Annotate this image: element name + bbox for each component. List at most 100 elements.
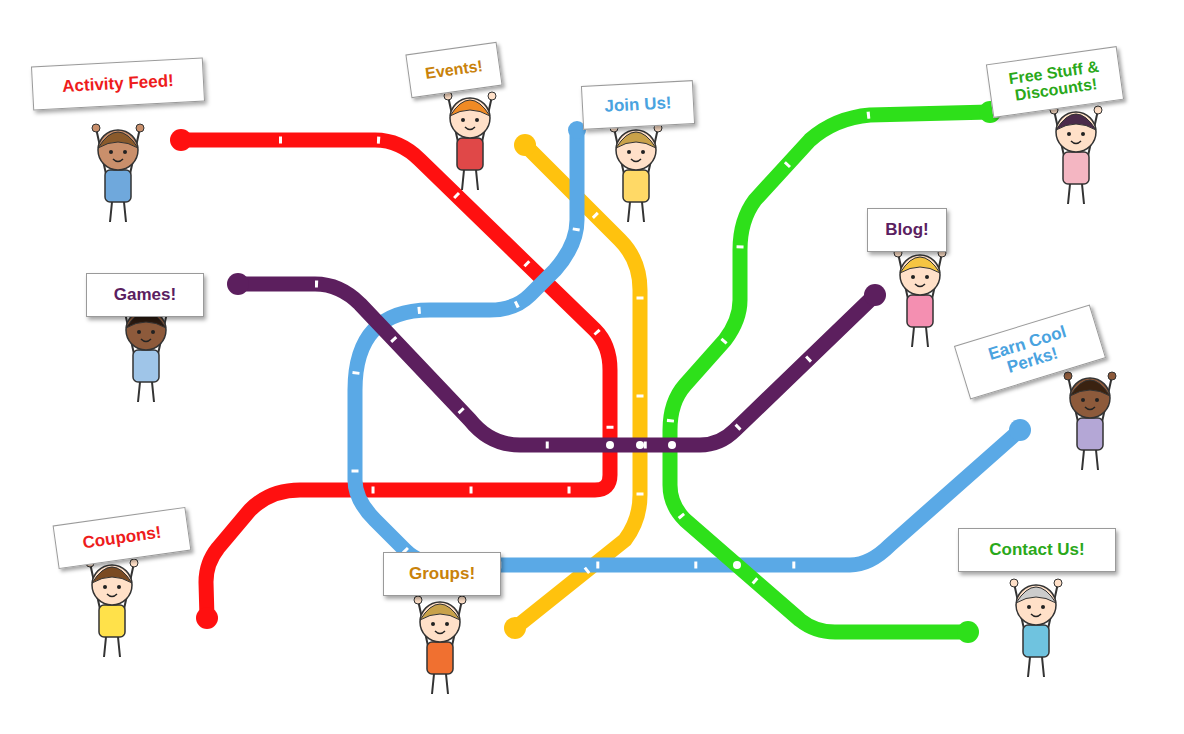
kid-eye [1067, 132, 1071, 136]
sign-label: Join Us! [604, 94, 672, 115]
kid-smile [435, 631, 445, 634]
kid-head [92, 565, 132, 605]
sign-text-group: Contact Us! [989, 541, 1084, 559]
kid-hair [98, 132, 138, 148]
kid-smile [465, 127, 475, 130]
terminal-dot [170, 129, 192, 151]
kid-hair [92, 567, 132, 583]
kid-arms [614, 128, 658, 174]
kid-shirt [1063, 152, 1089, 184]
kid-legs [1082, 450, 1098, 470]
terminal-dot [514, 134, 536, 156]
kid-head [616, 130, 656, 170]
sign-board: Free Stuff & Discounts! [986, 46, 1124, 118]
kid-shirt [1077, 418, 1103, 450]
kid-arms [418, 600, 462, 646]
kid-arms [1014, 583, 1058, 629]
kid-hair [1070, 380, 1110, 396]
sign-label: Games! [114, 286, 176, 304]
kid-head [900, 255, 940, 295]
sign-text-group: Activity Feed! [62, 72, 174, 96]
kid-eye [911, 275, 915, 279]
kid-legs [1068, 184, 1084, 204]
terminal-dot [196, 607, 218, 629]
sign-text-group: Events! [424, 58, 484, 83]
kid-eye [103, 585, 107, 589]
sign-text-group: Games! [114, 286, 176, 304]
station-ticks [181, 115, 875, 628]
kid-hand [1094, 106, 1102, 114]
sign-board: Join Us! [581, 80, 695, 130]
kid-eye [117, 585, 121, 589]
kid-shirt [133, 350, 159, 382]
kid-hair [420, 604, 460, 620]
tick-row [670, 115, 870, 620]
kid-shirt [427, 642, 453, 674]
kid-eye [475, 118, 479, 122]
kid-eye [925, 275, 929, 279]
kid-hand [1054, 579, 1062, 587]
kid-head [1070, 378, 1110, 418]
kid-head [1056, 112, 1096, 152]
sign-label: Contact Us! [989, 541, 1084, 559]
kid-figure [92, 124, 144, 222]
sign-board: Events! [405, 42, 502, 98]
green-line [670, 112, 990, 632]
kid-smile [1085, 407, 1095, 410]
terminal-dot [957, 621, 979, 643]
kid-figure [86, 559, 138, 657]
kid-hand [414, 596, 422, 604]
kid-figure [414, 596, 466, 694]
kid-hair [616, 132, 656, 148]
kid-shirt [457, 138, 483, 170]
kid-legs [104, 637, 120, 657]
terminal-dot [1009, 419, 1031, 441]
sign-text-group: Blog! [885, 221, 928, 239]
sign-text-group: Free Stuff & Discounts! [998, 58, 1112, 107]
kid-figure [444, 92, 496, 190]
terminal-dot [227, 273, 249, 295]
sign-label: Coupons! [81, 524, 162, 553]
sign-label: Groups! [409, 565, 475, 583]
kid-hand [1010, 579, 1018, 587]
kid-shirt [105, 170, 131, 202]
kid-legs [628, 202, 644, 222]
kid-smile [1071, 141, 1081, 144]
tick-row [515, 145, 640, 628]
kid-hair [900, 257, 940, 273]
kid-eye [627, 150, 631, 154]
kid-hair [1056, 114, 1096, 130]
kid-figure [1050, 106, 1102, 204]
kid-eye [151, 330, 155, 334]
sign-text-group: Earn Cool Perks! [967, 317, 1092, 386]
kid-figure [894, 249, 946, 347]
tick-row [315, 284, 875, 445]
kid-eye [123, 150, 127, 154]
kid-arms [1068, 376, 1112, 422]
kid-figure [610, 124, 662, 222]
terminal-dot [504, 617, 526, 639]
kid-figure [1064, 372, 1116, 470]
sign-board: Groups! [383, 552, 501, 596]
kid-shirt [99, 605, 125, 637]
sign-label: Events! [424, 58, 484, 83]
interchange [668, 441, 676, 449]
sign-board: Coupons! [53, 507, 192, 569]
kid-legs [432, 674, 448, 694]
kid-eye [445, 622, 449, 626]
kid-figure [120, 304, 172, 402]
kid-hand [1108, 372, 1116, 380]
kid-hand [92, 124, 100, 132]
kid-head [1016, 585, 1056, 625]
kid-eye [109, 150, 113, 154]
kid-smile [113, 159, 123, 162]
kid-smile [141, 339, 151, 342]
kid-arms [90, 563, 134, 609]
kid-eye [1095, 398, 1099, 402]
sign-text-group: Groups! [409, 565, 475, 583]
kid-head [450, 98, 490, 138]
kid-smile [107, 594, 117, 597]
kid-arms [96, 128, 140, 174]
kid-legs [912, 327, 928, 347]
